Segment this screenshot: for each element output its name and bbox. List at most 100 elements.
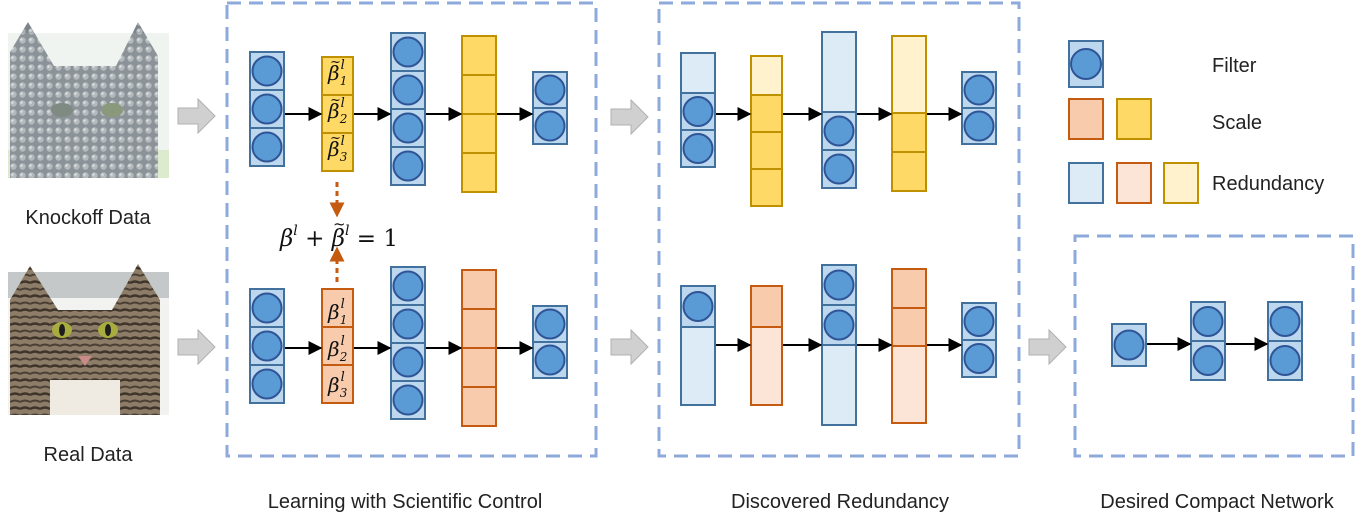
compact-filter-layer-2-filter-circle-2	[1192, 345, 1224, 376]
knockoff-filter-layer-3-filter-circle-2	[534, 110, 566, 142]
real-filter-layer-3	[532, 305, 568, 379]
redundancy-top-scale-layer-1-cell-2	[750, 94, 783, 133]
redundancy-top-filter-layer-2-filter-circle-2	[823, 115, 855, 147]
legend-redundancy-orange-swatch	[1116, 162, 1152, 204]
knockoff-scale-layer-2-cell-4	[461, 152, 497, 193]
compact-network-frame	[1073, 234, 1355, 458]
redundancy-top-scale-layer-1-cell-1	[750, 55, 783, 96]
knockoff-filter-layer-1-filter-circle-2	[251, 93, 283, 125]
redundancy-top-filter-layer-1	[680, 52, 716, 168]
knockoff-image	[8, 22, 169, 178]
block-arrow-knockoff	[177, 97, 216, 135]
constraint-equation: βl + βl = 1	[279, 223, 398, 252]
block-arrows	[177, 97, 1067, 366]
redundancy-top-scale-layer-1-cell-4	[750, 168, 783, 207]
compact-filter-layer-3-filter-circle-1	[1269, 306, 1301, 337]
real-filter-layer-2-filter-circle-4	[392, 384, 424, 416]
real-scale-layer-2-cell-2	[461, 308, 497, 349]
knockoff-scale-layer-1-cell-3	[321, 132, 354, 172]
legend-filter-label: Filter	[1212, 55, 1257, 77]
real-scale-layer-1	[321, 288, 354, 404]
redundancy-bottom-scale-layer-2-cell-2	[891, 307, 927, 347]
block-arrow-real	[177, 328, 216, 366]
real-scale-layer-2	[461, 269, 497, 427]
redundancy-top-filter-layer-1-cell-1	[680, 52, 716, 94]
section-caption-scientific-control: Learning with Scientific Control	[268, 491, 543, 513]
redundancy-top-scale-layer-2-cell-1	[891, 35, 927, 114]
knockoff-data-label: Knockoff Data	[25, 207, 151, 229]
knockoff-scale-layer-2	[461, 35, 497, 193]
cat-icon	[10, 264, 160, 415]
real-scale-layer-2-cell-4	[461, 386, 497, 427]
knockoff-filter-layer-3	[532, 71, 568, 145]
redundancy-bottom-scale-layer-2	[891, 268, 927, 424]
redundancy-bottom-filter-layer-2-filter-circle-1	[823, 269, 855, 301]
compact-filter-layer-3-filter-circle-2	[1269, 345, 1301, 376]
legend-scale-orange-swatch	[1068, 98, 1104, 140]
real-filter-layer-1	[249, 288, 285, 404]
redundancy-top-filter-layer-3-filter-circle-2	[963, 110, 995, 142]
redundancy-bottom-filter-layer-3	[961, 302, 997, 378]
block-arrow-to-redundancy-top	[610, 98, 649, 136]
redundancy-top-filter-layer-2	[821, 31, 857, 189]
knockoff-filter-layer-2-filter-circle-2	[392, 74, 424, 106]
legend: Filter Scale Redundancy	[1068, 40, 1324, 204]
redundancy-bottom-filter-layer-1-cell-2	[680, 326, 716, 406]
redundancy-top-filter-layer-3	[961, 71, 997, 145]
block-arrow-to-redundancy-bottom	[610, 328, 649, 366]
redundancy-top-scale-layer-2-cell-2	[891, 112, 927, 153]
redundancy-bottom-filter-layer-3-filter-circle-1	[963, 306, 995, 337]
redundancy-top-filter-layer-2-filter-circle-3	[823, 153, 855, 185]
real-filter-layer-1-filter-circle-2	[251, 330, 283, 362]
redundancy-bottom-filter-layer-1	[680, 285, 716, 406]
redundancy-bottom-scale-layer-1	[750, 285, 783, 406]
section-caption-discovered-redundancy: Discovered Redundancy	[731, 491, 949, 513]
compact-filter-layer-1-filter-circle-1	[1113, 329, 1145, 361]
knockoff-filter-layer-1	[249, 51, 285, 167]
legend-redundancy-filter-swatch	[1068, 162, 1104, 204]
real-filter-layer-3-filter-circle-1	[534, 308, 566, 340]
redundancy-frame	[657, 1, 1021, 458]
redundancy-top-filter-layer-3-filter-circle-1	[963, 74, 995, 106]
tilde-mark: ~	[330, 131, 341, 146]
redundancy-bottom-filter-layer-2	[821, 264, 857, 426]
real-filter-layer-2-filter-circle-2	[392, 308, 424, 340]
legend-scale-yellow-swatch	[1116, 98, 1152, 140]
compact-filter-layer-3	[1267, 301, 1303, 381]
redundancy-bottom-scale-layer-2-cell-1	[891, 268, 927, 309]
redundancy-bottom-filter-layer-2-filter-circle-2	[823, 309, 855, 341]
tilde-mark: ~	[330, 55, 341, 70]
tilde-mark: ~	[333, 215, 346, 233]
knockoff-filter-layer-1-filter-circle-1	[251, 55, 283, 87]
real-filter-layer-1-filter-circle-1	[251, 292, 283, 324]
tilde-mark: ~	[330, 93, 341, 108]
real-filter-layer-3-filter-circle-2	[534, 344, 566, 376]
scientific-control-frame	[225, 1, 598, 458]
real-scale-layer-2-cell-3	[461, 347, 497, 388]
cat-icon	[10, 22, 158, 178]
real-data-label: Real Data	[44, 444, 134, 466]
redundancy-top-filter-layer-2-cell-1	[821, 31, 857, 113]
redundancy-top-scale-layer-2	[891, 35, 927, 192]
redundancy-bottom-filter-layer-2-cell-3	[821, 344, 857, 426]
legend-redundancy-label: Redundancy	[1212, 173, 1324, 195]
real-scale-layer-1-cell-3	[321, 364, 354, 404]
compact-filter-layer-2	[1190, 301, 1226, 381]
knockoff-filter-layer-2-filter-circle-1	[392, 36, 424, 68]
redundancy-bottom-filter-layer-1-filter-circle-1	[682, 291, 714, 322]
section-caption-compact-network: Desired Compact Network	[1100, 491, 1334, 513]
real-scale-layer-2-cell-1	[461, 269, 497, 310]
redundancy-top-scale-layer-1-cell-3	[750, 131, 783, 170]
compact-filter-layer-2-filter-circle-1	[1192, 306, 1224, 337]
real-image	[8, 264, 169, 415]
compact-filter-layer-1	[1111, 323, 1147, 367]
real-filter-layer-2-filter-circle-1	[392, 270, 424, 302]
redundancy-bottom-filter-layer-3-filter-circle-2	[963, 343, 995, 374]
knockoff-filter-layer-3-filter-circle-1	[534, 74, 566, 106]
